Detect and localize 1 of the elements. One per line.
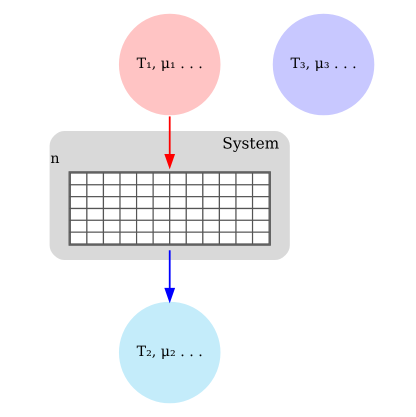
node-label: n (50, 151, 60, 168)
